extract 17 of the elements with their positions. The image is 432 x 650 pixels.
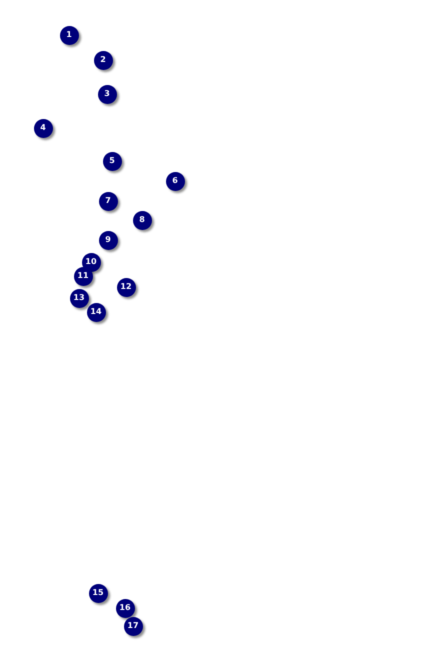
callout-number: 17 [124,616,142,636]
callout-number: 6 [166,172,184,190]
callout-number: 14 [86,302,106,322]
callout-number: 5 [102,152,122,170]
callout-number: 4 [34,118,52,138]
callout-number: 3 [98,84,116,104]
callout-number: 7 [98,192,118,210]
callout-number: 9 [98,230,118,250]
callout-number: 10 [82,252,100,272]
callout-number: 12 [116,278,136,296]
callout-number: 2 [94,50,112,70]
callout-number: 13 [70,288,88,308]
callout-number: 1 [60,26,78,44]
callout-number: 11 [74,266,92,286]
callout-number: 8 [132,210,152,230]
callout-number: 15 [88,584,108,602]
callout-number: 16 [116,598,134,618]
